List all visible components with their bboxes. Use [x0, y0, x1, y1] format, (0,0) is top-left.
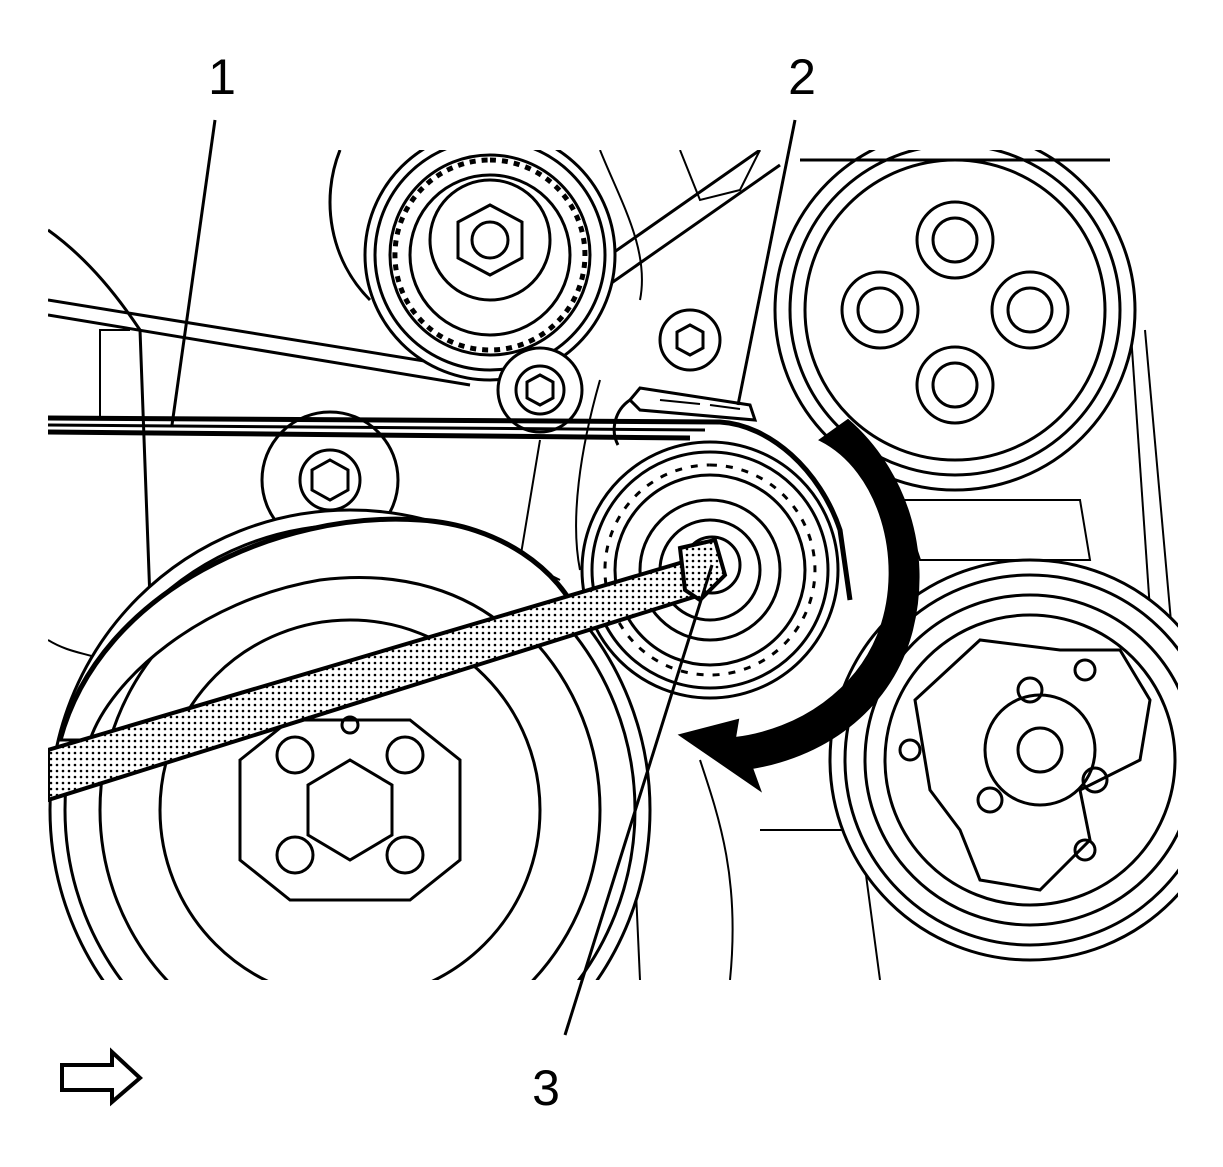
upper-idler-pulley: [363, 150, 617, 382]
callout-1-label: 1: [208, 49, 236, 105]
ac-compressor-pulley: [828, 558, 1178, 962]
view-direction-arrow-icon: [60, 1047, 144, 1107]
tensioner-lock-pin: [612, 386, 758, 446]
rotation-direction-arrow-icon: [677, 418, 920, 793]
callout-3-label: 3: [532, 1060, 560, 1116]
engine-illustration: [48, 150, 1178, 980]
drive-belt: [48, 415, 853, 601]
callout-leaders: [170, 119, 797, 1036]
wrench-tool: [48, 537, 728, 803]
water-pump-pulley: [773, 150, 1137, 492]
callout-2-label: 2: [788, 49, 816, 105]
